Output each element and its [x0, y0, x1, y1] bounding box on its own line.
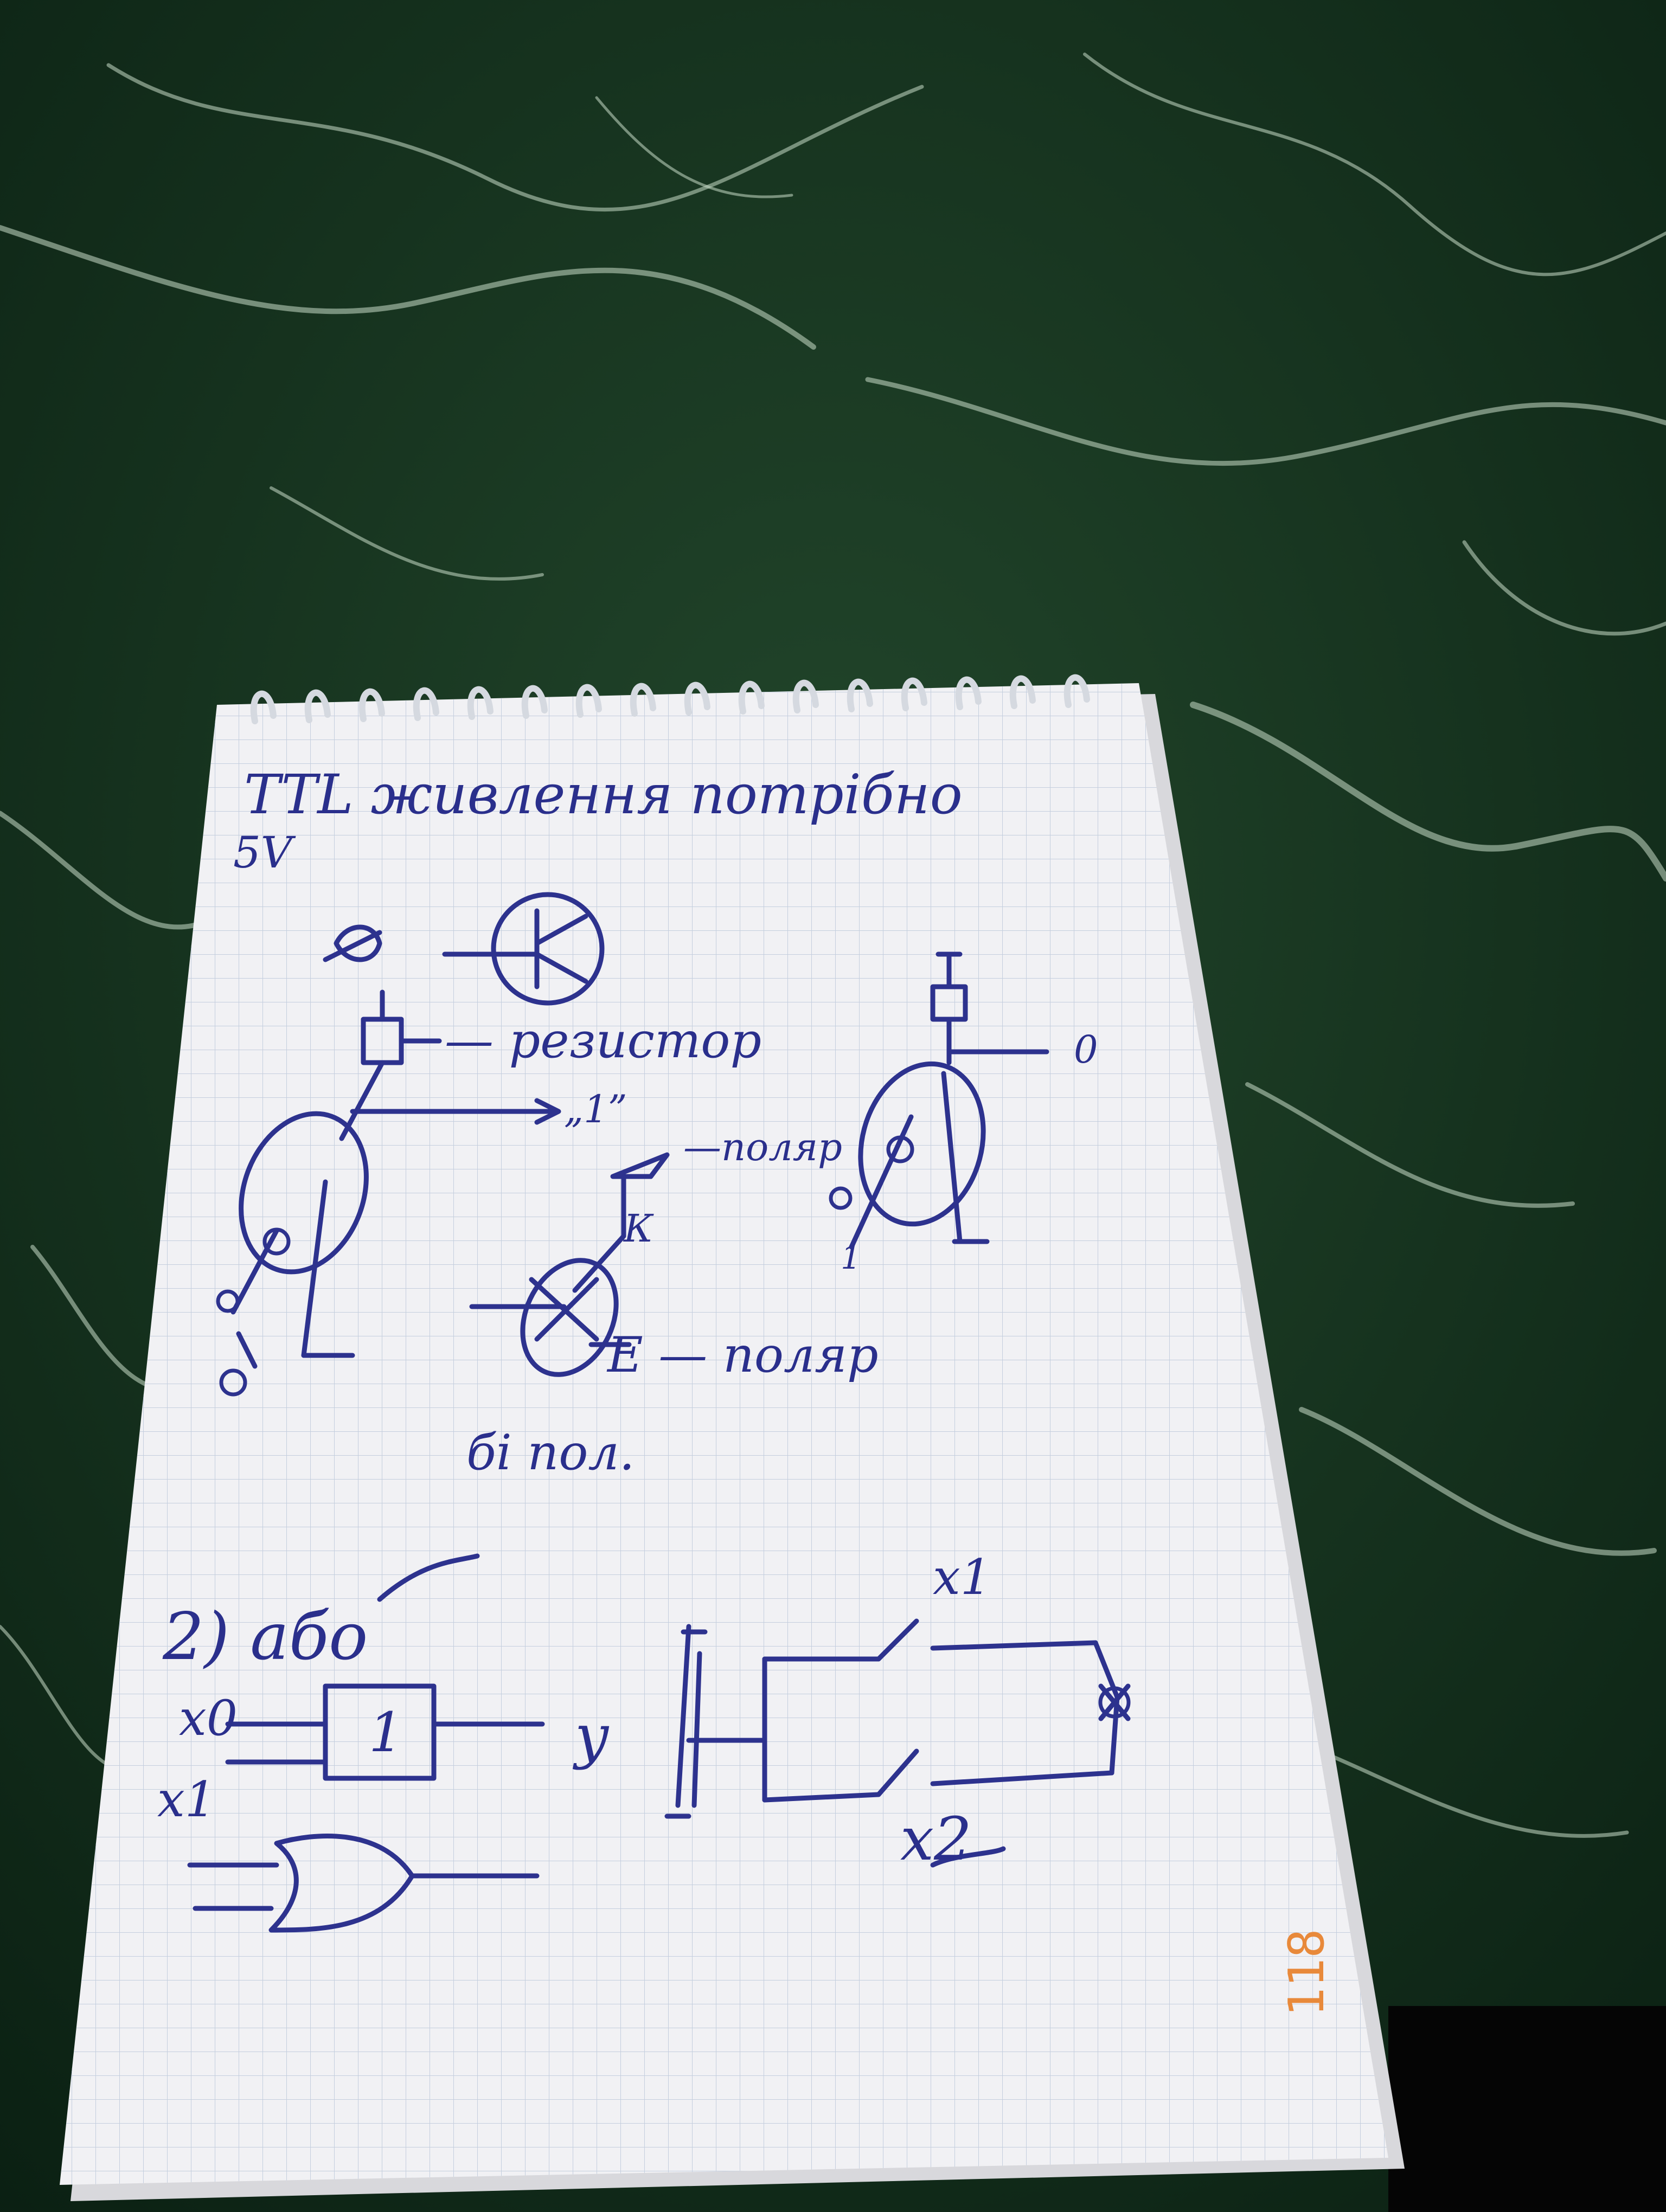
label-e-polar: Е — поляр — [606, 1327, 879, 1384]
right-transistor-sketch — [829, 951, 1049, 1250]
title-underline — [377, 1553, 480, 1602]
heading-line-1: TTL живлення потрібно — [244, 763, 963, 826]
transistor-sketch-top — [323, 892, 605, 1006]
switch-x1: x1 — [933, 1549, 991, 1606]
switch-x2: x2 — [900, 1804, 972, 1874]
label-one: „1” — [564, 1087, 627, 1131]
label-k: К — [623, 1206, 654, 1251]
input-x0: x0 — [179, 1690, 238, 1747]
middle-transistor-sketch — [469, 1152, 670, 1377]
gate-symbol: 1 — [369, 1701, 403, 1764]
or-gate-box-diagram — [225, 1683, 545, 1781]
input-x1: x1 — [157, 1771, 216, 1828]
output-y: y — [572, 1701, 610, 1771]
heading-line-2: 5V — [233, 827, 296, 878]
label-bi-pol: бі пол. — [466, 1424, 635, 1481]
label-polar-top: —поляр — [683, 1125, 842, 1169]
section-2-title: 2) або — [162, 1599, 368, 1675]
or-gate-symbol — [187, 1833, 540, 1933]
table-edge-shadow — [1388, 2006, 1666, 2212]
label-one-right: 1 — [841, 1239, 861, 1277]
label-resistor: — резистор — [445, 1012, 761, 1069]
notebook — [60, 683, 1405, 2201]
switch-circuit — [664, 1618, 1131, 1868]
left-transistor-sketch — [216, 989, 561, 1397]
label-zero-right: 0 — [1074, 1027, 1098, 1072]
spiral-binding — [250, 674, 1090, 724]
page-number: 118 — [1278, 1928, 1335, 2017]
